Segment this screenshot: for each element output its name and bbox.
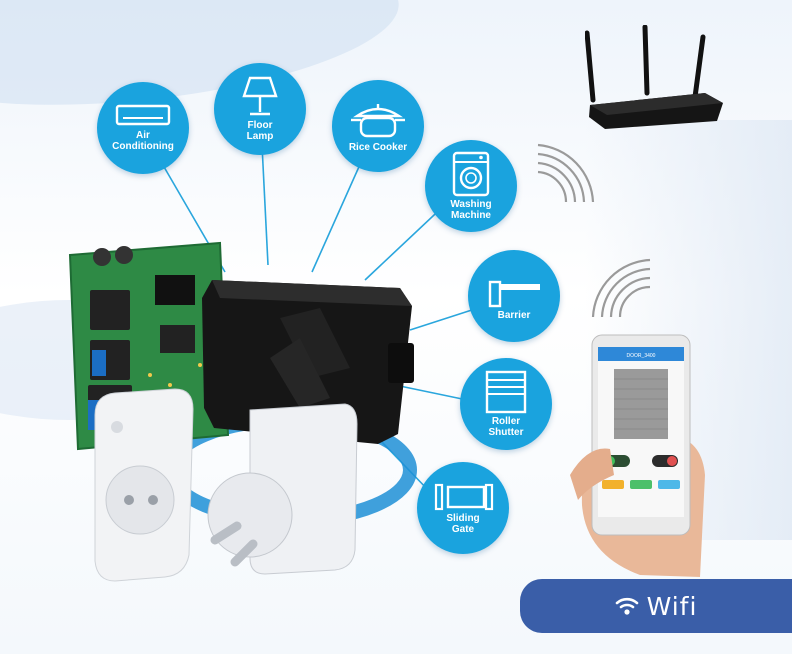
bubble-label: Barrier	[497, 309, 531, 321]
hand-holding-phone-image: DOOR_3400	[570, 334, 705, 577]
smart-plug-image	[207, 403, 358, 575]
smart-plug-image	[94, 388, 194, 582]
washing-machine-icon	[452, 151, 490, 197]
wifi-badge: Wifi	[520, 579, 792, 633]
roller-shutter-icon	[485, 370, 527, 414]
air-conditioner-icon	[115, 104, 171, 126]
bubble-label: Washing Machine	[450, 199, 492, 221]
floor-lamp-bubble: Floor Lamp	[214, 63, 306, 155]
phone-title: DOOR_3400	[627, 353, 656, 359]
roller-shutter-bubble: Roller Shutter	[460, 358, 552, 450]
bubble-label: Rice Cooker	[348, 141, 408, 153]
rice-cooker-bubble: Rice Cooker	[332, 80, 424, 172]
barrier-bubble: Barrier	[468, 250, 560, 342]
bubble-label: Air Conditioning	[112, 130, 174, 152]
bubble-label: Roller Shutter	[488, 416, 524, 438]
barrier-icon	[488, 280, 540, 307]
wifi-waves-icon	[537, 143, 595, 203]
sliding-gate-bubble: Sliding Gate	[417, 462, 509, 554]
wifi-label: Wifi	[646, 591, 698, 621]
sliding-gate-icon	[434, 483, 494, 511]
bubble-label: Sliding Gate	[446, 513, 480, 535]
bubble-label: Floor Lamp	[246, 120, 274, 142]
washing-machine-bubble: Washing Machine	[425, 140, 517, 232]
controller-box-image	[202, 280, 414, 444]
wifi-waves-icon	[591, 258, 651, 318]
rice-cooker-icon	[351, 103, 405, 137]
floor-lamp-icon	[242, 76, 278, 116]
router-image	[585, 25, 723, 129]
air-conditioning-bubble: Air Conditioning	[97, 82, 189, 174]
wifi-icon	[615, 597, 638, 615]
